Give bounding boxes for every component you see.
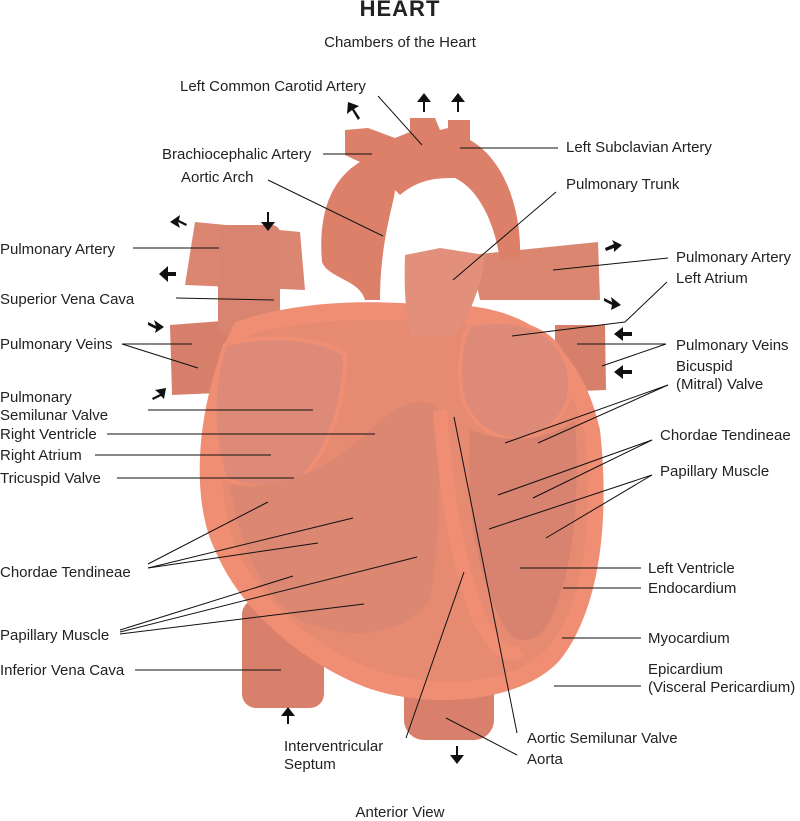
label-myocardium: Myocardium <box>648 630 730 647</box>
label-bicuspid-valve-line1: Bicuspid <box>676 358 733 375</box>
arrow-pa-right-out-icon <box>605 240 622 252</box>
label-aortic-semilunar-valve: Aortic Semilunar Valve <box>527 730 678 747</box>
pulmonary-artery-right-vessel <box>470 242 600 300</box>
arrow-aorta-down-icon <box>450 746 464 764</box>
arrow-pa-right-low-icon <box>604 297 621 310</box>
label-left-subclavian-artery: Left Subclavian Artery <box>566 139 712 156</box>
label-endocardium: Endocardium <box>648 580 737 597</box>
label-interventricular-septum-line2: Septum <box>284 756 336 773</box>
arrow-pa-left-out-icon <box>170 215 187 228</box>
label-papillary-muscle-left: Papillary Muscle <box>0 627 110 644</box>
label-tricuspid-valve: Tricuspid Valve <box>0 470 101 487</box>
label-inferior-vena-cava: Inferior Vena Cava <box>0 662 125 679</box>
arrow-carotid-up-icon <box>417 93 431 112</box>
label-left-ventricle: Left Ventricle <box>648 560 735 577</box>
leader-lines <box>95 95 669 756</box>
label-aorta: Aorta <box>527 751 563 768</box>
label-chordae-tendineae-right: Chordae Tendineae <box>660 427 791 444</box>
label-epicardium: Epicardium(Visceral Pericardium) <box>648 661 795 697</box>
label-chordae-tendineae-left: Chordae Tendineae <box>0 564 131 581</box>
aortic-arch-vessel <box>321 118 521 300</box>
arrow-brachiocephalic-icon <box>347 102 360 120</box>
label-pulmonary-artery-right: Pulmonary Artery <box>676 249 792 266</box>
arrow-pa-left-low-icon <box>159 266 176 282</box>
label-papillary-muscle-right: Papillary Muscle <box>660 463 770 480</box>
arrow-subclavian-up-icon <box>451 93 465 112</box>
label-pulmonary-semilunar-valve-line2: Semilunar Valve <box>0 407 109 424</box>
diagram-footer-view: Anterior View <box>355 804 445 821</box>
label-pulmonary-semilunar-valve-line1: Pulmonary <box>0 389 72 406</box>
label-bicuspid-valve-line2: (Mitral) Valve <box>676 376 764 393</box>
label-pulmonary-artery-left: Pulmonary Artery <box>0 241 116 258</box>
label-left-atrium: Left Atrium <box>676 270 748 287</box>
label-pulmonary-trunk: Pulmonary Trunk <box>566 176 680 193</box>
label-superior-vena-cava: Superior Vena Cava <box>0 291 135 308</box>
interventricular-septum-shape <box>433 409 525 661</box>
label-aortic-arch: Aortic Arch <box>181 169 254 186</box>
label-brachiocephalic-artery: Brachiocephalic Artery <box>162 146 312 163</box>
left-atrium-chamber <box>458 320 573 443</box>
arrow-pv-left-in-icon <box>148 320 164 333</box>
label-interventricular-septum-line1: Interventricular <box>284 738 384 755</box>
diagram-subtitle: Chambers of the Heart <box>324 34 476 51</box>
label-epicardium-line2: (Visceral Pericardium) <box>648 679 796 696</box>
left-ventricle-chamber <box>469 420 577 640</box>
diagram-title: HEART <box>359 0 441 21</box>
flow-arrows <box>148 93 632 764</box>
label-left-common-carotid-artery: Left Common Carotid Artery <box>180 78 366 95</box>
arrow-ivc-up-icon <box>281 707 295 724</box>
label-epicardium-line1: Epicardium <box>648 661 724 678</box>
arrow-svc-down-icon <box>261 212 275 231</box>
arrow-pv-left-low-icon <box>152 388 166 400</box>
label-pulmonary-veins-right: Pulmonary Veins <box>676 337 789 354</box>
superior-vena-cava-vessel <box>218 225 280 335</box>
label-right-ventricle: Right Ventricle <box>0 426 97 443</box>
label-bicuspid-valve: Bicuspid(Mitral) Valve <box>676 358 763 394</box>
arrow-pv-right-low-icon <box>614 365 632 379</box>
label-pulmonary-veins-left: Pulmonary Veins <box>0 336 113 353</box>
arrow-pv-right-in-icon <box>614 327 632 341</box>
label-right-atrium: Right Atrium <box>0 447 82 464</box>
right-ventricle-chamber <box>230 401 440 634</box>
